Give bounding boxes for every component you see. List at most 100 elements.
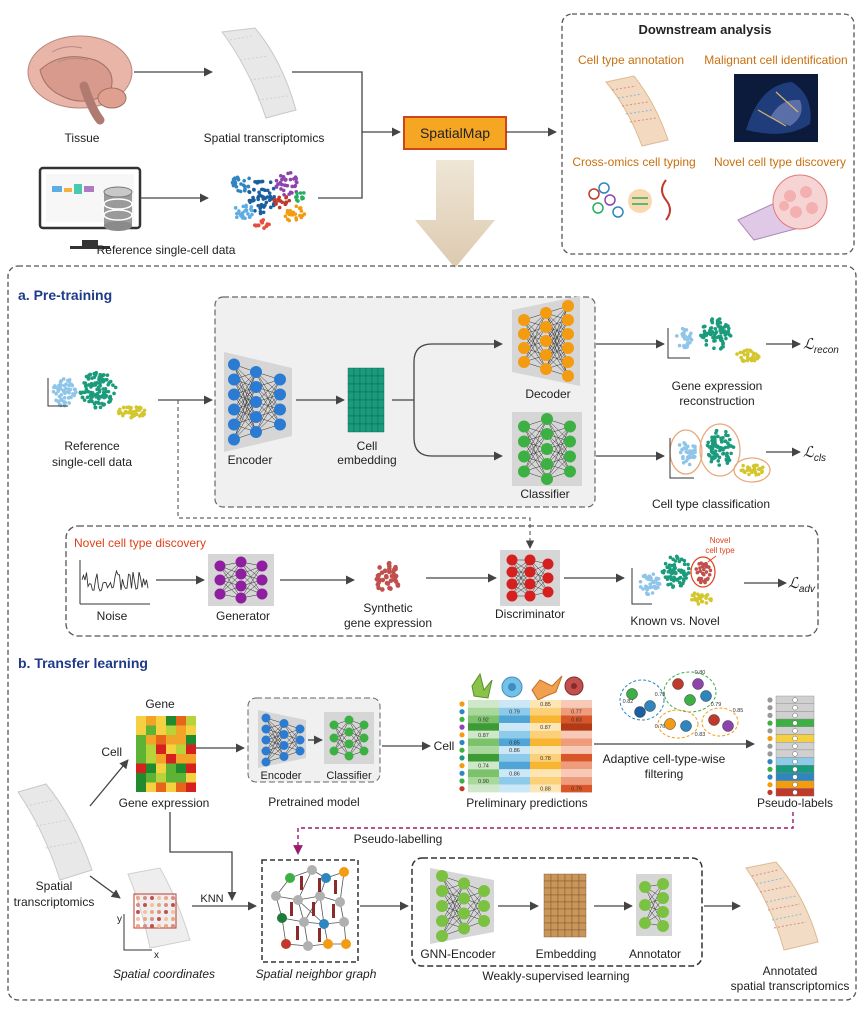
filter-cell [672,678,684,690]
cell-dot [131,410,136,414]
cell-dot [741,468,745,472]
neuron [541,443,553,455]
cell-dot [704,338,709,343]
heatmap-cell [186,735,196,745]
spot [136,903,140,907]
neuron [478,885,490,897]
embedding-cell [571,894,580,903]
embedding-cell [543,887,552,896]
selected-region [133,893,177,929]
neuron [518,314,530,326]
neuron [436,870,448,882]
prediction-cell [561,700,592,708]
prediction-cell [499,784,530,793]
cell-dot [709,459,714,464]
arrow-to-decoder [413,339,503,400]
embedding-cell [543,908,552,917]
cell-dot [274,178,279,183]
heatmap-cell [166,754,176,764]
embedding-cell [564,908,573,917]
neuron [344,715,354,725]
dashed-ref-to-discriminator [177,400,535,549]
cell-dot [97,397,101,401]
row-dot [459,701,465,707]
spot [136,917,140,921]
neuron [639,881,651,893]
cell-dot [66,389,70,394]
embedding-cell [571,922,580,931]
cell-dot [671,585,675,589]
filter-cell [664,718,676,730]
embedding-cell [347,383,355,393]
neuron [657,878,669,890]
filtering-clusters: 0.820.750.800.790.760.830.85 [619,670,743,739]
connection [233,386,257,440]
embedding-cell [550,880,559,889]
cell-dot [52,385,56,390]
embedding-cell [557,915,566,924]
neuron [274,403,286,416]
cell-dot [89,390,93,395]
cell-dot [668,574,673,579]
reference-label-a2: single-cell data [52,455,132,469]
embedding-cell [371,399,379,409]
coords-x: x [154,950,159,961]
prediction-cell [530,761,561,770]
embedding-cell [377,415,385,425]
cell-dot [710,446,715,451]
cell-dot [665,565,670,570]
cell-dot [638,579,643,584]
cell-dot [375,573,381,579]
annotated-slice-final [745,861,819,951]
pretrained-encoder [258,710,306,768]
coords-axes [123,914,152,951]
feature-bar [290,902,293,916]
noise-signal [79,560,150,605]
cell-dot [727,437,732,442]
embedding-cell [578,901,587,910]
heatmap-cell [156,773,166,783]
cell-dot [298,213,302,218]
heatmap-cell [166,773,176,783]
spatialmap-box [403,116,507,150]
cell-dot [678,575,683,580]
cell-dot [61,377,66,381]
weakly-supervised-box [411,857,703,967]
heatmap-cell [136,773,146,783]
prediction-cell [530,723,561,731]
heatmap-cell [156,725,166,735]
prediction-value: 0.83 [571,717,582,723]
pseudo-marker [792,758,798,765]
embedding-cell [365,399,373,409]
spot [171,896,175,900]
cell-dot [695,570,700,575]
embedding-cell [578,887,587,896]
cell-dot [386,560,392,566]
cell-dot [247,215,252,219]
neuron [279,719,289,728]
heatmap-cell [136,716,146,726]
cell-dot [693,450,697,454]
neuron [359,746,369,756]
embedding-cell [564,887,573,896]
neuron [564,465,576,478]
prediction-cell [468,715,499,724]
cell-dot [674,554,679,559]
cell-dot [278,173,283,178]
cell-dot [707,572,712,577]
neuron [228,418,240,431]
filter-cluster [657,709,699,739]
filter-cluster [701,707,739,737]
connection [546,426,571,465]
heatmap-cell [166,725,176,735]
pretraining-title: a. Pre-training [18,287,112,303]
classifier-network [512,412,582,486]
heatmap-cell [166,735,176,745]
gnn-encoder-label: GNN-Encoder [420,947,495,961]
cell-dot [247,189,251,194]
petri-dish-icon [737,174,828,241]
axes-known [631,568,652,605]
cell-dot [277,198,282,203]
cell-dot [745,353,750,358]
cell-dot [704,596,708,600]
